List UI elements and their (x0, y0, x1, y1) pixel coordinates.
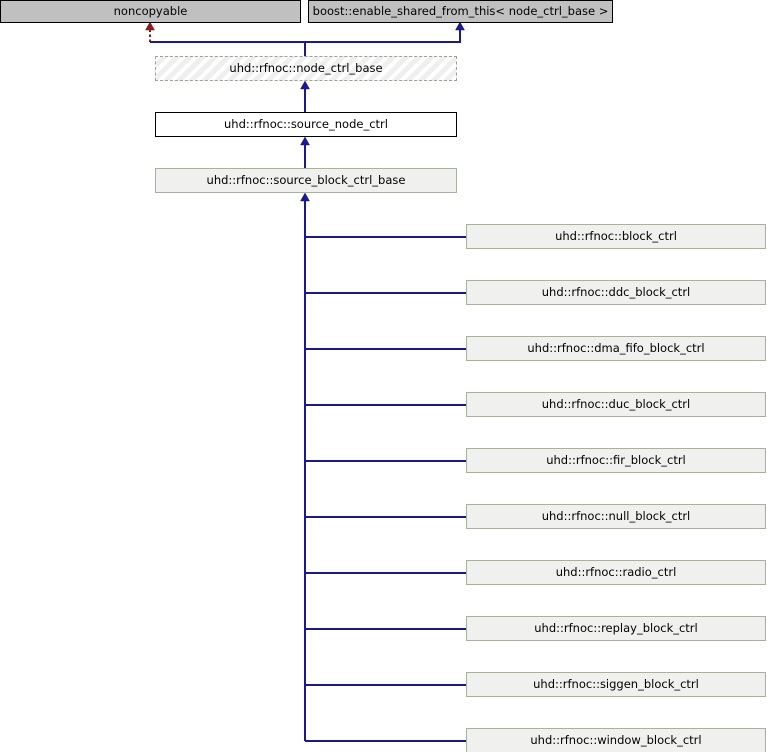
class-node-source_node_ctrl[interactable]: uhd::rfnoc::source_node_ctrl (155, 112, 457, 137)
class-node-label: uhd::rfnoc::source_block_ctrl_base (206, 172, 406, 187)
class-node-replay_block_ctrl[interactable]: uhd::rfnoc::replay_block_ctrl (466, 616, 766, 641)
class-node-label: uhd::rfnoc::source_node_ctrl (224, 116, 388, 131)
class-node-ddc_block_ctrl[interactable]: uhd::rfnoc::ddc_block_ctrl (466, 280, 766, 305)
class-node-duc_block_ctrl[interactable]: uhd::rfnoc::duc_block_ctrl (466, 392, 766, 417)
class-node-fir_block_ctrl[interactable]: uhd::rfnoc::fir_block_ctrl (466, 448, 766, 473)
arrowhead-source_block_ctrl_base (300, 192, 310, 202)
class-node-label: uhd::rfnoc::dma_fifo_block_ctrl (527, 340, 705, 355)
class-node-label: uhd::rfnoc::null_block_ctrl (541, 508, 691, 523)
class-node-source_block_ctrl_base[interactable]: uhd::rfnoc::source_block_ctrl_base (155, 168, 457, 193)
class-node-label: uhd::rfnoc::duc_block_ctrl (541, 396, 691, 411)
class-node-label: uhd::rfnoc::node_ctrl_base (229, 60, 383, 75)
class-node-label: uhd::rfnoc::window_block_ctrl (530, 732, 702, 747)
class-node-window_block_ctrl[interactable]: uhd::rfnoc::window_block_ctrl (466, 728, 766, 752)
class-node-label: noncopyable (113, 3, 188, 18)
edge-bus-top (150, 24, 461, 43)
class-node-enable_shared_from_this[interactable]: boost::enable_shared_from_this< node_ctr… (308, 0, 613, 23)
class-node-block_ctrl[interactable]: uhd::rfnoc::block_ctrl (466, 224, 766, 249)
class-node-label: uhd::rfnoc::radio_ctrl (555, 564, 677, 579)
class-node-label: boost::enable_shared_from_this< node_ctr… (312, 3, 609, 18)
class-node-dma_fifo_block_ctrl[interactable]: uhd::rfnoc::dma_fifo_block_ctrl (466, 336, 766, 361)
arrowhead-node_ctrl_base (300, 80, 310, 90)
class-node-radio_ctrl[interactable]: uhd::rfnoc::radio_ctrl (466, 560, 766, 585)
class-node-siggen_block_ctrl[interactable]: uhd::rfnoc::siggen_block_ctrl (466, 672, 766, 697)
class-node-noncopyable[interactable]: noncopyable (0, 0, 301, 23)
arrowhead-source_node_ctrl (300, 136, 310, 146)
class-node-label: uhd::rfnoc::siggen_block_ctrl (533, 676, 699, 691)
class-node-null_block_ctrl[interactable]: uhd::rfnoc::null_block_ctrl (466, 504, 766, 529)
class-node-node_ctrl_base[interactable]: uhd::rfnoc::node_ctrl_base (155, 56, 457, 81)
class-node-label: uhd::rfnoc::replay_block_ctrl (534, 620, 698, 635)
class-node-label: uhd::rfnoc::block_ctrl (555, 228, 677, 243)
arrowhead-enable_shared_from_this (455, 21, 465, 31)
arrowhead-noncopyable (145, 21, 155, 31)
class-node-label: uhd::rfnoc::ddc_block_ctrl (541, 284, 691, 299)
class-node-label: uhd::rfnoc::fir_block_ctrl (546, 452, 686, 467)
